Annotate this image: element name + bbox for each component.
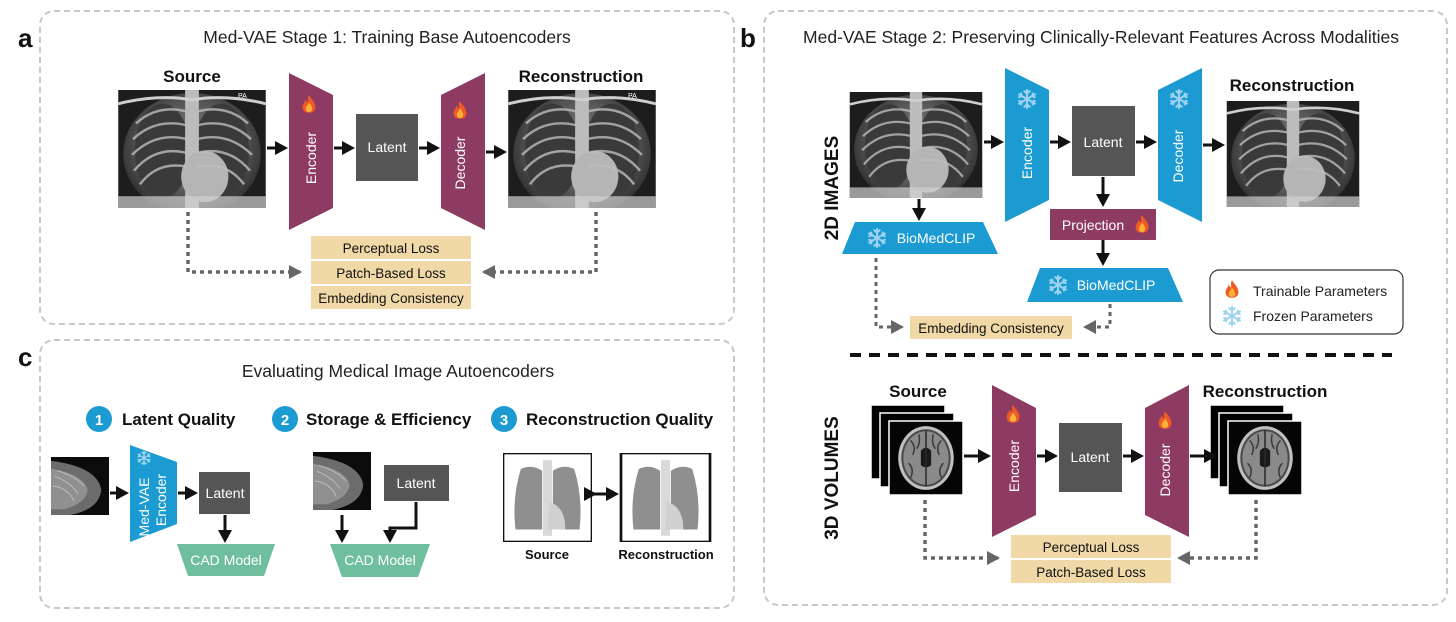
b-2d-flow-arrows [912,135,1225,266]
a-reconstruction-label: Reconstruction [519,67,644,86]
b-3d-loss-perceptual: Perceptual Loss [1043,540,1140,555]
b-3d-loss-boxes: Perceptual Loss Patch-Based Loss [1011,535,1171,583]
a-reconstruction-xray: PA [507,90,657,208]
c3-source-label: Source [525,547,569,562]
b-2d-source-xray [849,92,983,198]
b-biomedclip-left-label: BioMedCLIP [897,230,976,246]
b-3d-volumes-label: 3D VOLUMES [822,416,843,540]
c1-cad-model: CAD Model [177,544,275,576]
b-3d-source-volume [870,404,964,496]
b-projection-label: Projection [1062,217,1124,233]
b-3d-reconstruction-volume [1209,404,1303,496]
c-section-1-number: 1 [95,412,103,429]
a-decoder-label: Decoder [452,136,468,189]
c-section-2-number: 2 [281,412,289,429]
a-loss-perceptual: Perceptual Loss [343,241,440,256]
b-projection-block: Projection [1050,209,1156,240]
b-reconstruction-label: Reconstruction [1230,76,1355,95]
panel-c-border [39,339,735,609]
b-3d-decoder-block: Decoder [1145,385,1189,537]
panel-c-label: c [18,342,32,372]
c3-source-xray [503,453,592,542]
a-recon-xray-marker: PA [628,93,637,100]
a-loss-arrows [186,212,598,279]
panel-a-label: a [18,23,33,53]
b-2d-reconstruction-xray [1226,101,1360,207]
panel-a-border [39,10,735,325]
b-biomedclip-left: BioMedCLIP [842,222,998,254]
c-section-3-number: 3 [500,412,508,429]
c3-reconstruction-xray [619,453,712,542]
b-legend: Trainable Parameters Frozen Parameters [1209,269,1404,335]
a-encoder-label: Encoder [303,132,319,184]
c2-cad-label: CAD Model [344,552,416,568]
c1-cad-label: CAD Model [190,552,262,568]
a-decoder-block: Decoder [441,73,485,230]
b-biomedclip-right-label: BioMedCLIP [1077,277,1156,293]
c1-encoder-label: Encoder [153,474,169,526]
a-encoder-block: Encoder [289,73,333,230]
c1-medvae-label: Med-VAE [136,478,152,537]
b-3d-source-label: Source [889,382,947,401]
c-section-3-title: Reconstruction Quality [526,410,714,429]
a-loss-embedding: Embedding Consistency [318,291,464,306]
c1-latent-block [199,472,250,514]
b-embedding-consistency-label: Embedding Consistency [918,321,1064,336]
a-latent-block [356,114,418,181]
c-section-2-header: 2 Storage & Efficiency [272,406,472,432]
b-3d-encoder-label: Encoder [1006,440,1022,492]
b-biomedclip-right: BioMedCLIP [1027,268,1183,302]
b-2d-images-label: 2D IMAGES [822,136,843,241]
b-latent-label: Latent [1084,134,1123,150]
a-latent-label: Latent [368,139,407,155]
c-section-3-header: 3 Reconstruction Quality [491,406,714,432]
c1-mammogram [51,456,109,516]
a-source-xray-marker: PA [238,93,247,100]
panel-b-border [763,10,1448,606]
a-source-label: Source [163,67,221,86]
c2-arrows [335,502,418,543]
b-3d-loss-patch: Patch-Based Loss [1036,565,1146,580]
a-flow-arrows [267,141,507,159]
a-loss-boxes: Perceptual Loss Patch-Based Loss Embeddi… [311,236,471,309]
c-section-1-header: 1 Latent Quality [86,406,236,432]
c3-reconstruction-label: Reconstruction [618,547,713,562]
panel-a-title: Med-VAE Stage 1: Training Base Autoencod… [203,27,571,47]
c-section-1-title: Latent Quality [122,410,236,429]
c-section-2-title: Storage & Efficiency [306,410,472,429]
c1-latent-label: Latent [206,485,245,501]
b-decoder-label: Decoder [1170,129,1186,182]
b-2d-decoder-block: Decoder [1158,68,1202,222]
b-embedding-consistency-box [910,316,1072,339]
b-3d-decoder-label: Decoder [1157,443,1173,496]
b-3d-latent-label: Latent [1071,449,1110,465]
panel-b-label: b [740,23,756,53]
b-3d-reconstruction-label: Reconstruction [1203,382,1328,401]
panel-b-title: Med-VAE Stage 2: Preserving Clinically-R… [803,27,1399,47]
a-source-xray: PA [117,90,267,208]
a-loss-patch: Patch-Based Loss [336,266,446,281]
b-2d-encoder-block: Encoder [1005,68,1049,222]
legend-trainable: Trainable Parameters [1253,283,1387,299]
b-3d-loss-arrows [923,500,1258,565]
b-encoder-label: Encoder [1019,127,1035,179]
c2-mammogram [313,451,371,511]
b-3d-latent-block [1059,423,1122,492]
c2-latent-label: Latent [397,475,436,491]
legend-frozen: Frozen Parameters [1253,308,1373,324]
c2-cad-model: CAD Model [330,544,430,577]
c2-latent-block [384,465,449,501]
b-2d-latent-block [1072,106,1135,176]
b-3d-encoder-block: Encoder [992,385,1036,537]
panel-c-title: Evaluating Medical Image Autoencoders [242,361,555,381]
c1-medvae-encoder: Med-VAE Encoder [130,445,177,542]
